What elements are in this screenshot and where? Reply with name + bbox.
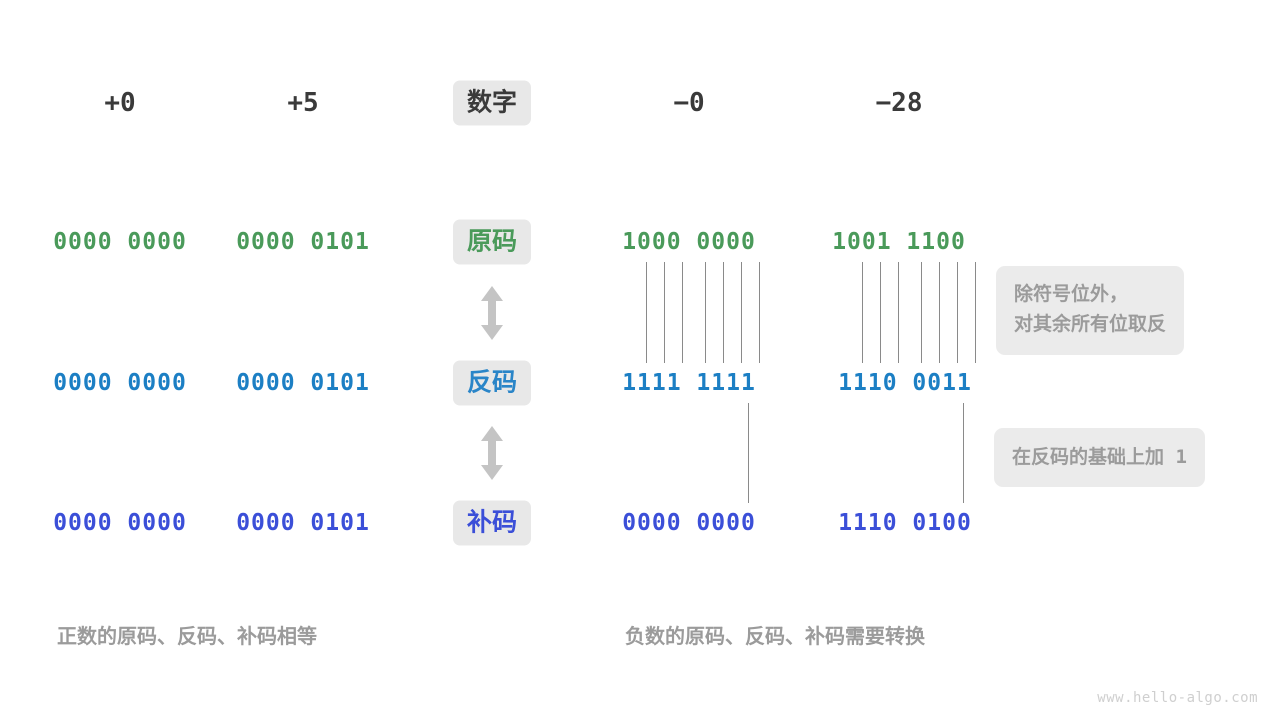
bit-connector-line [682, 262, 683, 363]
double-arrow-icon [479, 425, 505, 481]
value-ones-complement-minus-twentyeight: 1110 0011 [838, 370, 972, 396]
caption-positive-numbers: 正数的原码、反码、补码相等 [57, 626, 317, 648]
double-arrow-icon [479, 285, 505, 341]
annotation-add-one: 在反码的基础上加 1 [994, 428, 1205, 488]
column-header-label-number: 数字 [452, 80, 532, 126]
bit-connector-line [759, 262, 760, 363]
bit-connector-line [975, 262, 976, 363]
value-ones-complement-minus-zero: 1111 1111 [622, 370, 756, 396]
column-header-minus-twentyeight: −28 [875, 88, 923, 118]
bit-connector-line [880, 262, 881, 363]
bit-connector-line [898, 262, 899, 363]
bit-connector-line [921, 262, 922, 363]
annotation-invert-bits-line-2: 对其余所有位取反 [1014, 314, 1167, 336]
watermark: www.hello-algo.com [1097, 690, 1258, 706]
value-true-form-minus-zero: 1000 0000 [622, 229, 756, 255]
column-header-plus-five: +5 [287, 88, 319, 118]
value-twos-complement-minus-zero: 0000 0000 [622, 510, 756, 536]
bit-connector-line [957, 262, 958, 363]
value-true-form-plus-zero: 0000 0000 [53, 229, 187, 255]
column-header-plus-zero: +0 [104, 88, 136, 118]
value-twos-complement-plus-zero: 0000 0000 [53, 510, 187, 536]
row-label-true-form: 原码 [452, 219, 532, 265]
bit-connector-line [664, 262, 665, 363]
bit-connector-line [646, 262, 647, 363]
bit-connector-line [862, 262, 863, 363]
value-true-form-minus-twentyeight: 1001 1100 [832, 229, 966, 255]
value-twos-complement-plus-five: 0000 0101 [236, 510, 370, 536]
value-ones-complement-plus-zero: 0000 0000 [53, 370, 187, 396]
row-label-twos-complement: 补码 [452, 500, 532, 546]
caption-negative-numbers: 负数的原码、反码、补码需要转换 [625, 626, 925, 648]
annotation-invert-bits-line-1: 除符号位外， [1014, 284, 1129, 305]
bit-connector-line [939, 262, 940, 363]
bit-connector-line [723, 262, 724, 363]
column-header-minus-zero: −0 [673, 88, 705, 118]
annotation-add-one-line: 在反码的基础上加 1 [1012, 442, 1187, 473]
carry-connector-line [748, 403, 749, 503]
annotation-add-one-text: 在反码的基础上加 [1012, 447, 1165, 468]
bit-connector-line [741, 262, 742, 363]
bit-connector-line [705, 262, 706, 363]
annotation-add-one-value: 1 [1164, 446, 1187, 468]
annotation-invert-bits: 除符号位外， 对其余所有位取反 [996, 266, 1185, 355]
value-true-form-plus-five: 0000 0101 [236, 229, 370, 255]
value-twos-complement-minus-twentyeight: 1110 0100 [838, 510, 972, 536]
row-label-ones-complement: 反码 [452, 360, 532, 406]
carry-connector-line [963, 403, 964, 503]
value-ones-complement-plus-five: 0000 0101 [236, 370, 370, 396]
